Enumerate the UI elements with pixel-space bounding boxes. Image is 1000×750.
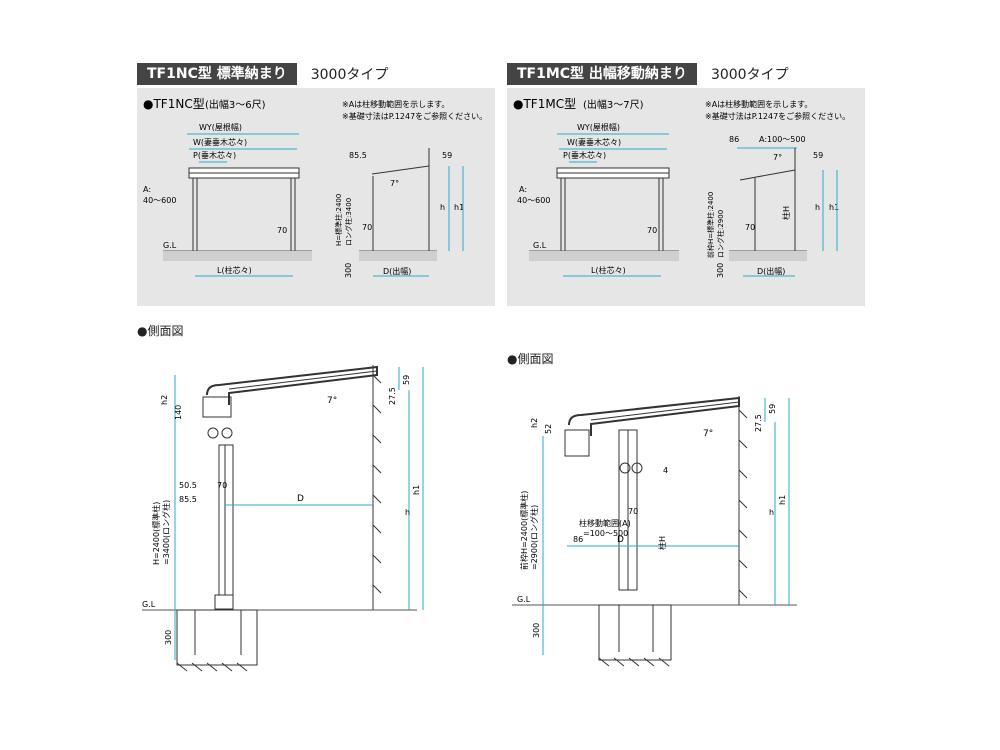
- left-a-label: A:: [143, 185, 151, 194]
- left-sv-h-text2: =3400(ロング柱): [161, 500, 171, 565]
- right-sv-range-value: =100〜500: [583, 529, 628, 538]
- left-p-label: P(垂木芯々): [193, 150, 236, 160]
- right-sv-d: D: [617, 535, 624, 545]
- left-sv-d: D: [297, 494, 304, 504]
- left-a-range: 40〜600: [143, 196, 176, 205]
- left-sv-70: 70: [217, 481, 227, 490]
- right-front-title: ●TF1MC型: [513, 97, 576, 111]
- left-side-d: D(出幅): [383, 266, 411, 276]
- left-side-59: 59: [442, 151, 452, 160]
- left-sv-140: 140: [174, 405, 183, 420]
- left-w-label: W(妻垂木芯々): [193, 137, 247, 147]
- right-side-title: ●側面図: [507, 352, 554, 366]
- right-a-label: A:: [519, 185, 527, 194]
- right-a-range: 40〜600: [517, 196, 550, 205]
- right-wy-label: WY(屋根幅): [577, 122, 620, 132]
- right-side-86: 86: [729, 135, 739, 144]
- left-side-title: ●側面図: [137, 324, 184, 338]
- right-panel: ●TF1MC型 (出幅3〜7尺) ※Aは柱移動範囲を示します。 ※基礎寸法はP.…: [507, 88, 865, 306]
- right-sv-pillar-h: 柱H: [657, 536, 667, 550]
- left-front-diagram: ●TF1NC型 (出幅3〜6尺) ※Aは柱移動範囲を示します。 ※基礎寸法はP.…: [143, 97, 487, 278]
- left-sv-505: 50.5: [179, 481, 197, 490]
- left-side-300: 300: [344, 263, 353, 278]
- right-note-2: ※基礎寸法はP.1247をご参照ください。: [705, 111, 850, 121]
- left-note-1: ※Aは柱移動範囲を示します。: [342, 99, 449, 109]
- right-w-label: W(妻垂木芯々): [567, 137, 621, 147]
- right-sv-59: 59: [768, 404, 777, 414]
- right-side-a-move: A:100〜500: [759, 135, 806, 144]
- left-sv-855: 85.5: [179, 495, 197, 504]
- right-sv-52: 52: [544, 424, 553, 434]
- left-sv-deg: 7°: [327, 396, 337, 406]
- right-side-h-label: 前枠H=標準柱:2400: [706, 192, 715, 258]
- left-front-70: 70: [277, 226, 287, 235]
- right-sv-275: 27.5: [754, 414, 763, 432]
- right-sv-4: 4: [663, 466, 668, 475]
- left-sv-59: 59: [402, 375, 411, 385]
- right-sv-h-text2: =2900(ロング柱): [529, 505, 539, 570]
- right-sv-h2: h2: [530, 418, 539, 428]
- left-side-diagram: h2 140 H=2400(標準柱) =3400(ロング柱) 50.5 85.5…: [142, 365, 424, 672]
- right-front-range: (出幅3〜7尺): [583, 98, 644, 111]
- right-type-label: 3000タイプ: [710, 67, 789, 83]
- left-side-h: h: [440, 203, 445, 212]
- right-side-300: 300: [716, 263, 725, 278]
- right-side-d: D(出幅): [757, 266, 785, 276]
- left-sv-300: 300: [164, 630, 173, 645]
- right-side-pillar-h: 柱H: [781, 206, 791, 220]
- left-sv-h-text: H=2400(標準柱): [151, 502, 161, 565]
- right-side-h-label2: ロング柱:2900: [716, 210, 725, 258]
- right-side-diagram: h2 52 前枠H=2400(標準柱) =2900(ロング柱) 4 70 柱移動…: [512, 396, 797, 667]
- left-side-h1: h1: [454, 203, 464, 212]
- right-side-59: 59: [813, 151, 823, 160]
- right-sv-gl: G.L: [517, 595, 531, 604]
- left-model-tag: TF1NC型 標準納まり: [137, 63, 297, 85]
- right-side-h: h: [815, 203, 820, 212]
- left-header: TF1NC型 標準納まり 3000タイプ: [137, 63, 388, 85]
- left-sv-275: 27.5: [388, 387, 397, 405]
- right-note-1: ※Aは柱移動範囲を示します。: [705, 99, 812, 109]
- right-sv-h: h: [769, 508, 774, 517]
- left-side-855: 85.5: [349, 151, 367, 160]
- right-sv-h-text: 前枠H=2400(標準柱): [519, 491, 529, 570]
- right-sv-300: 300: [532, 623, 541, 638]
- right-sv-86: 86: [573, 535, 583, 544]
- left-gl-label: G.L: [163, 241, 177, 250]
- right-sv-h1: h1: [778, 495, 787, 505]
- left-side-h-label: H=標準柱:2400: [334, 194, 343, 246]
- right-side-h1: h1: [829, 203, 839, 212]
- right-sv-range-label: 柱移動範囲(A): [579, 518, 631, 528]
- left-side-h-label2: ロング柱:3400: [344, 198, 353, 246]
- left-front-title: ●TF1NC型: [143, 97, 205, 111]
- right-side-70: 70: [745, 223, 755, 232]
- left-type-label: 3000タイプ: [310, 67, 389, 83]
- left-l-label: L(柱芯々): [217, 265, 252, 275]
- left-sv-gl: G.L: [142, 600, 156, 609]
- right-header: TF1MC型 出幅移動納まり 3000タイプ: [507, 63, 789, 85]
- left-side-70: 70: [362, 223, 372, 232]
- left-sv-h2: h2: [160, 395, 169, 405]
- right-side-deg: 7°: [773, 153, 782, 162]
- right-front-diagram: ●TF1MC型 (出幅3〜7尺) ※Aは柱移動範囲を示します。 ※基礎寸法はP.…: [513, 97, 850, 278]
- left-note-2: ※基礎寸法はP.1247をご参照ください。: [342, 111, 487, 121]
- left-side-deg: 7°: [390, 179, 399, 188]
- left-wy-label: WY(屋根幅): [199, 122, 242, 132]
- right-front-70: 70: [647, 226, 657, 235]
- right-l-label: L(柱芯々): [591, 265, 626, 275]
- right-model-tag: TF1MC型 出幅移動納まり: [507, 63, 697, 85]
- right-sv-deg: 7°: [703, 429, 713, 439]
- right-sv-70: 70: [628, 507, 638, 516]
- right-p-label: P(垂木芯々): [563, 150, 606, 160]
- left-sv-h1: h1: [412, 485, 421, 495]
- left-panel: ●TF1NC型 (出幅3〜6尺) ※Aは柱移動範囲を示します。 ※基礎寸法はP.…: [137, 88, 495, 306]
- right-gl-label: G.L: [533, 241, 547, 250]
- left-sv-h: h: [405, 508, 410, 517]
- left-front-range: (出幅3〜6尺): [205, 98, 266, 111]
